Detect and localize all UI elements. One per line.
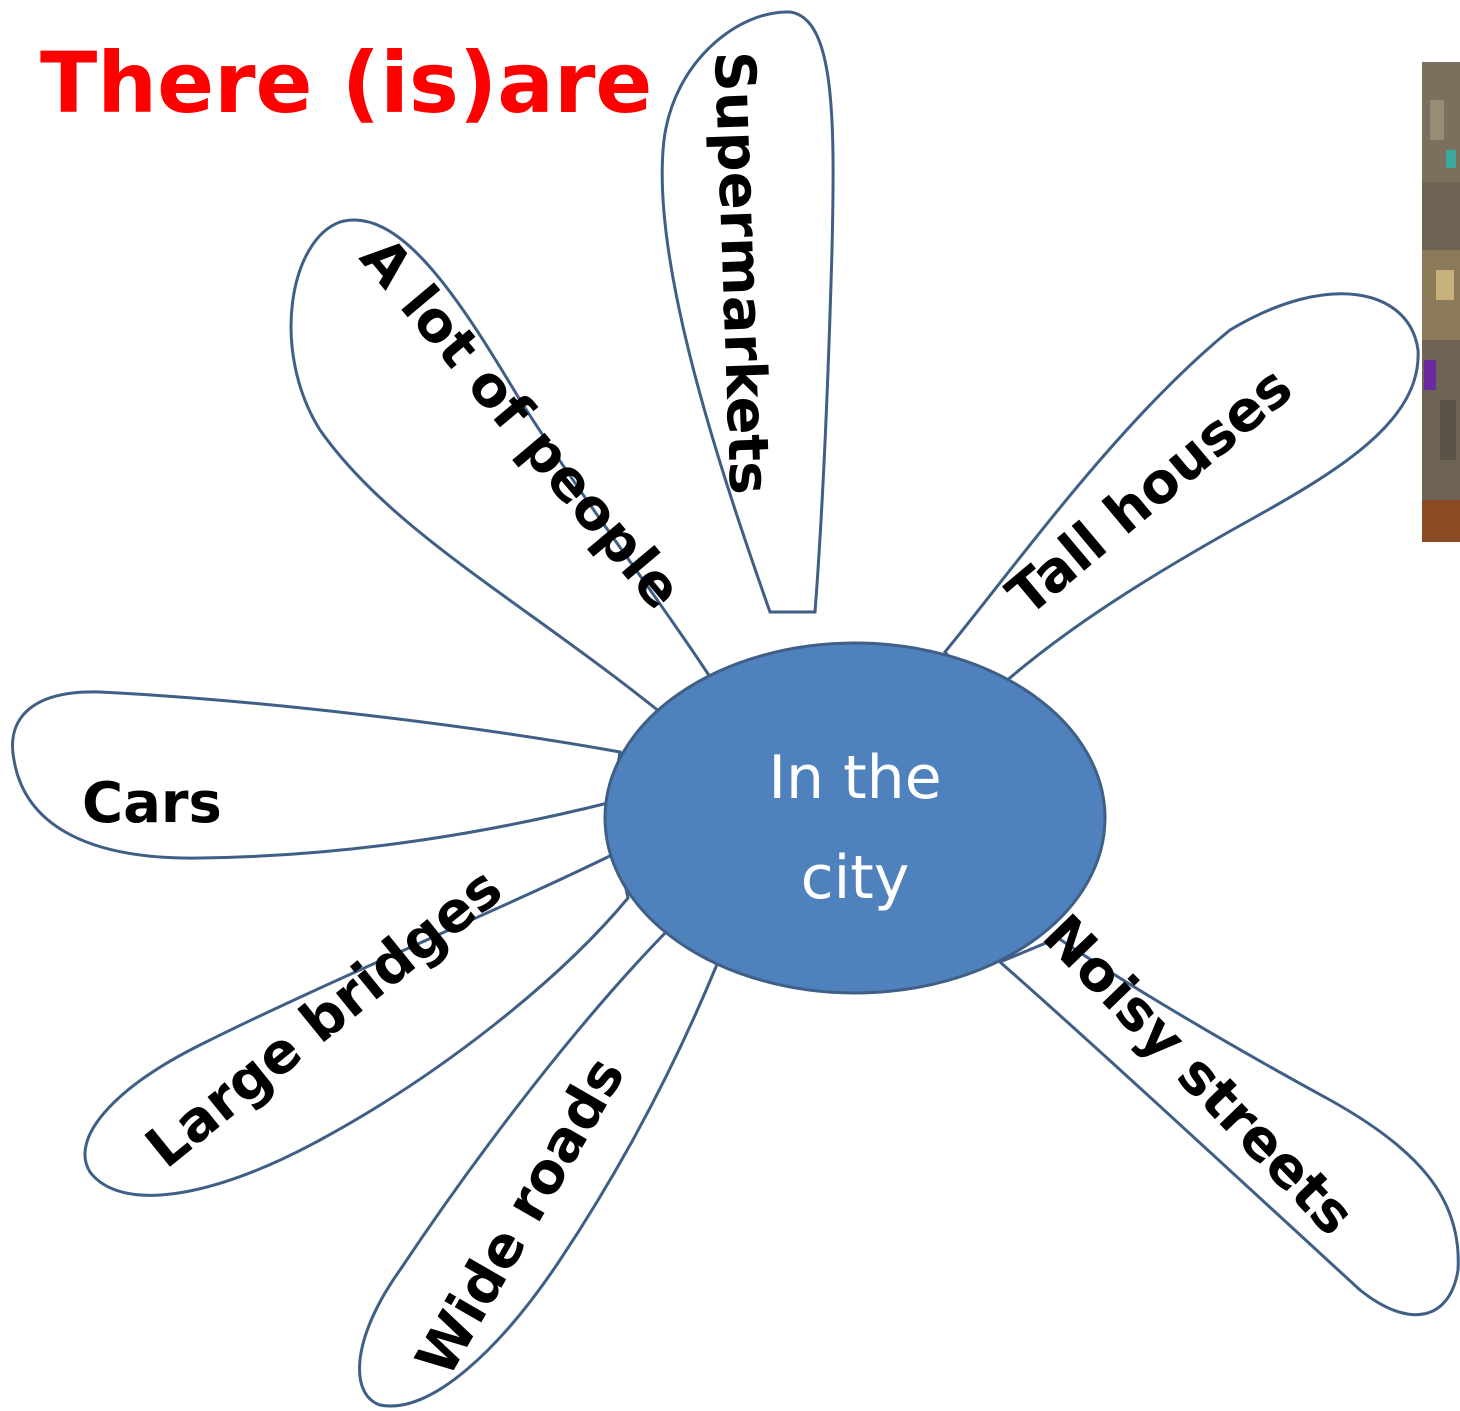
center-label-line2: city [801, 843, 910, 913]
city-photo-icon [1422, 62, 1460, 542]
center-node: In the city [603, 641, 1107, 995]
center-label-line1: In the [768, 743, 941, 813]
title: There (is)are [40, 34, 652, 132]
petal-supermarkets: Supermarkets [660, 10, 835, 614]
petal-cars: Cars [11, 690, 622, 860]
petal-label-supermarkets: Supermarkets [701, 50, 781, 495]
petal-label-noisy-streets: Noisy streets [1030, 903, 1367, 1249]
petal-label-cars: Cars [82, 771, 222, 836]
petal-tall-houses: Tall houses [943, 292, 1420, 703]
petal-a-lot-of-people: A lot of people [289, 218, 715, 714]
petal-noisy-streets: Noisy streets [997, 903, 1460, 1317]
